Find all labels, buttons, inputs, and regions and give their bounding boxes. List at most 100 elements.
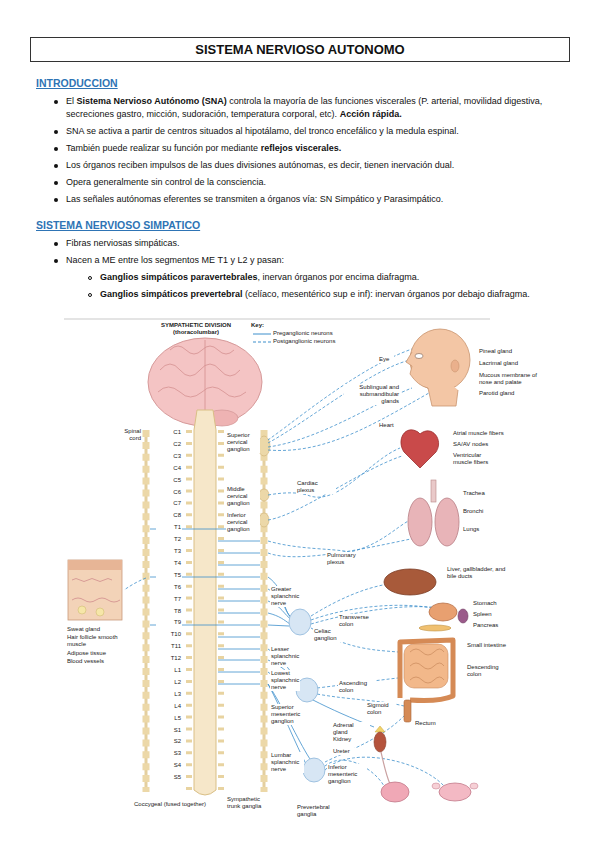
bold-text: reflejos viscerales. [261,143,342,153]
epidermis [68,560,122,570]
trachea [431,480,436,502]
stomach [429,603,457,621]
spinal-cord [194,410,216,795]
fibre-genital [325,757,444,786]
bullet-item: También puede realizar su función por me… [30,142,570,155]
ganglion-label: Sympathetic trunk ganglia [226,796,270,810]
segment-label: C5 [156,477,182,484]
segment-label: S2 [156,738,182,745]
adrenal-gland [375,726,385,732]
organ-label: Eye [378,356,394,363]
legend-row: Preganglionic neurons [252,330,334,337]
body-text: , inervan órganos por encima diafragma. [258,272,420,282]
organ-label: Pancreas [472,622,512,629]
division-title: SYMPATHETIC DIVISION (thoracolumbar) [148,322,244,336]
skin-block [68,560,122,620]
body-text: Opera generalmente sin control de la con… [66,177,266,187]
fibre-lungs [268,520,410,552]
bullet-dot [54,242,58,246]
organ-label: Kidney [332,736,364,743]
ureter [381,752,390,784]
segment-label: C6 [156,489,182,496]
segment-label: Coccygeal (fused together) [120,801,220,808]
bold-text: Ganglios simpáticos prevertebral [100,289,243,299]
ganglion-label: Celiac ganglion [313,628,343,642]
splanchnic-nerves [268,577,374,764]
bullet-item: Opera generalmente sin control de la con… [30,176,570,189]
spinal-roots-right [218,430,224,792]
body-text: SNA se activa a partir de centros situad… [66,126,459,136]
body-text: Los órganos reciben impulsos de las dues… [66,160,454,170]
organ-label: Spleen [472,611,512,618]
bold-text: Sistema Nervioso Autónomo (SNA) [77,96,227,106]
ganglion-label: Inferior mesenteric ganglion [327,764,367,785]
organ-label: Mucous membrane of nose and palate [478,372,540,386]
organ-label: Bronchi [462,508,502,515]
ovary [470,783,478,789]
legend-line [253,333,271,334]
organ-label: Adrenal gland [332,722,370,736]
face-profile [406,352,458,406]
body-text: SISTEMA NERVIOSO SIMPATICO [36,219,200,231]
lung [435,498,459,546]
bullet-dot [54,147,58,151]
segment-label: T3 [156,548,182,555]
segment-label: C7 [156,500,182,507]
fibre-intestine [311,628,398,652]
pancreas [419,625,451,631]
body-text: El [66,96,74,106]
fibre-heart [268,456,402,520]
bladder [381,782,409,802]
organ-label: Atrial muscle fibers [452,430,514,437]
bullet-dot [54,181,58,185]
segment-label: T4 [156,560,182,567]
inferior-mesenteric-ganglion [303,758,325,782]
reproductive-organs [439,783,471,801]
bullet-item: Nacen a ME entre los segmentos ME T1 y L… [30,254,570,267]
bullet-item: ElSistema Nervioso Autónomo (SNA)control… [30,95,570,121]
segment-label: T12 [156,655,182,662]
body-text: Nacen a ME entre los segmentos ME T1 y L… [66,255,284,265]
heart [401,430,439,468]
segment-label: L1 [156,667,182,674]
liver [384,569,436,595]
organ-label: Sigmoid colon [366,702,396,716]
fibre-heart [268,448,400,497]
organ-label: Ascending colon [338,680,376,694]
ear [451,360,459,372]
organ-label: Stomach [472,600,512,607]
bold-text: Ganglios simpáticos paravertebrales [100,272,258,282]
eye [415,354,423,359]
organ-label: Transverse colon [338,614,376,628]
segment-label: L3 [156,691,182,698]
body-text: Fibras nerviosas simpáticas. [66,238,180,248]
figure-rule [64,319,490,320]
postganglionic-fibres [124,342,460,786]
lung [408,498,432,546]
plexus-label: Pulmonary plexus [326,552,366,566]
segment-label: C8 [156,512,182,519]
bullet-dot [54,130,58,134]
organ-label: Heart [378,422,398,429]
legend-line [253,341,271,342]
legend-text: Preganglionic neurons [272,330,334,337]
bullet-item: Ganglios simpáticos paravertebrales, ine… [30,271,570,284]
nerve-label: Greater splanchnic nerve [270,586,304,607]
bold-text: Acción rápida. [340,109,402,119]
ganglion-label: Prevertebral ganglia [296,804,348,818]
segment-label: T1 [156,524,182,531]
legend-sample [252,339,272,345]
structure-label: Spinal cord [110,428,142,442]
segment-label: C3 [156,453,182,460]
plexus-label: Cardiac plexus [296,480,336,494]
legend-row: Postganglionic neurons [252,338,336,345]
nerve-label: Lesser splanchnic nerve [270,646,304,667]
bullet-ring [88,276,92,280]
legend-text: Postganglionic neurons [272,338,336,345]
page-title: SISTEMA NERVIOSO AUTONOMO [30,37,570,62]
ganglion-label: Superior mesenteric ganglion [270,704,306,725]
segment-label: T10 [156,631,182,638]
spinal-roots-left [186,430,192,792]
chain-ganglia-right [261,430,268,792]
organ-label: Rectum [414,720,444,727]
